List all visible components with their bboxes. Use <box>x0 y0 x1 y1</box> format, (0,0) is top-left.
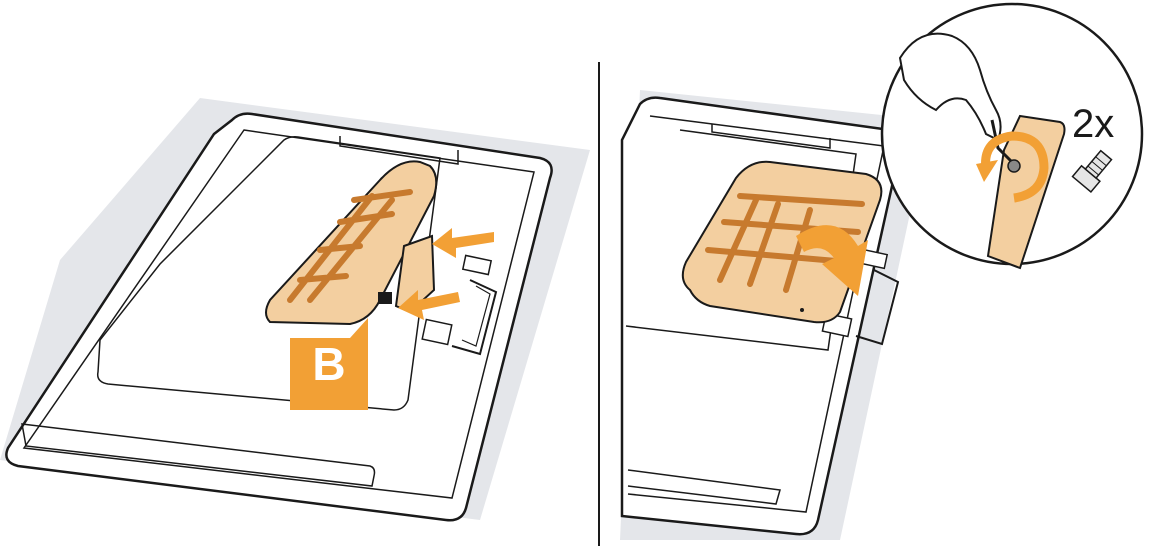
tv-back-illustration-left <box>0 98 590 522</box>
step-panel-secure-stand: 2x <box>600 0 1150 546</box>
hand-icon <box>898 32 1002 142</box>
rotate-arrow-icon <box>796 225 868 296</box>
bracket-lower <box>421 318 453 346</box>
tv-bottom-groove <box>627 469 781 505</box>
hex-key-icon <box>990 119 1016 166</box>
tv-side-handle <box>451 279 498 356</box>
screw-count-label: 2x <box>1072 102 1115 146</box>
tv-side-handle <box>855 269 900 346</box>
panel-divider <box>598 62 600 546</box>
tv-top-slot <box>339 136 459 165</box>
step-badge: B <box>312 338 346 390</box>
step-panel-attach-stand: B <box>0 98 590 522</box>
step-badge-bg <box>290 318 368 410</box>
screw-icon <box>1071 149 1113 194</box>
arrow-insert-icon <box>398 290 460 320</box>
bracket-upper <box>461 254 493 276</box>
rotate-arrow-icon <box>981 131 1049 203</box>
tv-bottom-groove <box>21 423 376 487</box>
tv-top-slot <box>711 124 831 149</box>
tv-back-illustration-right <box>620 2 1144 540</box>
tv-recess <box>96 136 441 411</box>
arrow-insert-icon <box>432 228 494 258</box>
